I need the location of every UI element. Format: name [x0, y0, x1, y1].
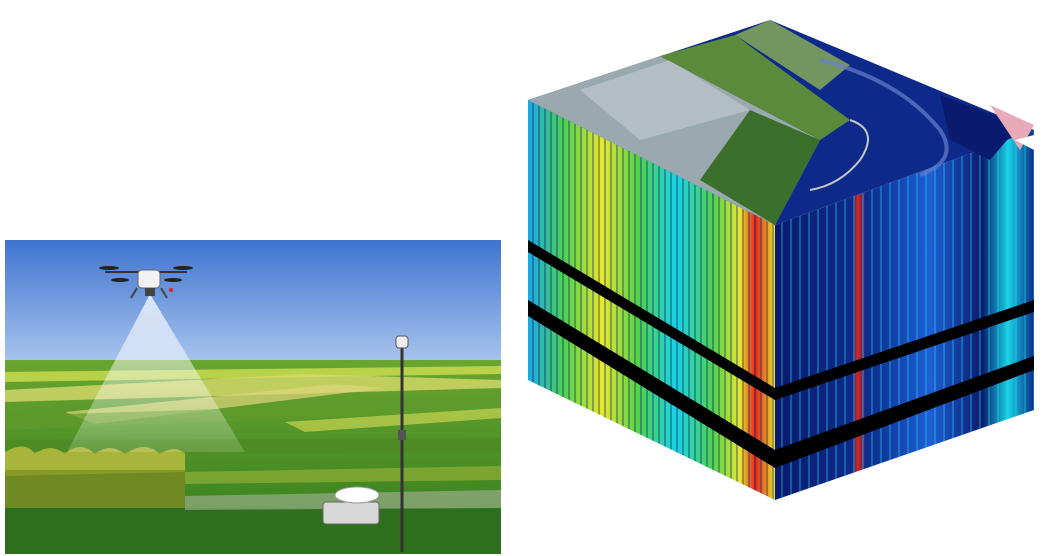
cube-left-face [528, 100, 775, 500]
foreground-crop [5, 508, 501, 554]
hyperspectral-cube-panel [520, 0, 1042, 556]
hyperspectral-cube [528, 20, 1034, 500]
drone-field-scene [5, 240, 501, 554]
gps-pole [395, 335, 409, 552]
sky [5, 240, 501, 365]
scan-cone [67, 294, 245, 452]
drone-field-photo [5, 240, 501, 554]
base-station [322, 486, 380, 525]
cube-top-face-satellite-image [528, 20, 1034, 225]
cube-right-face [775, 130, 1034, 500]
drone-icon [99, 266, 193, 299]
corn-crop [5, 446, 185, 508]
